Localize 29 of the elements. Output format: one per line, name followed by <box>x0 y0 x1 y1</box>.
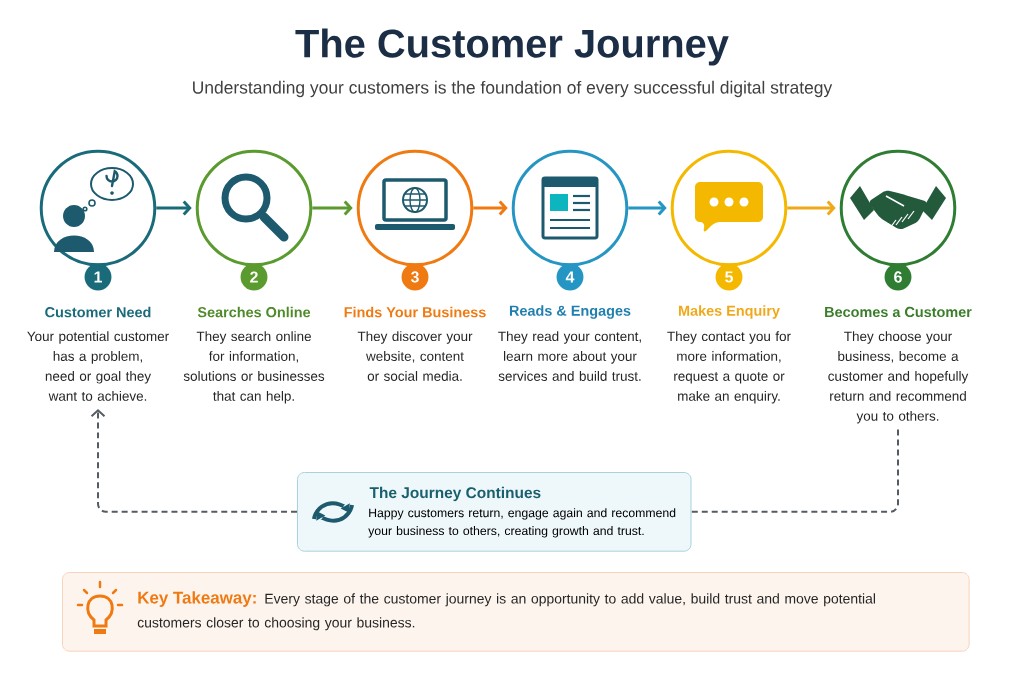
step-title: Finds Your Business <box>344 306 486 318</box>
step-description: They contact you for more information, request a quote or make an enquiry. <box>667 331 791 404</box>
step-title: Searches Online <box>197 306 311 318</box>
step-number: 3 <box>401 263 429 291</box>
arrow <box>628 200 667 216</box>
arrow <box>90 409 298 513</box>
step-description: They read your content, learn more about your services and build trust. <box>498 331 641 381</box>
step-title: Reads & Engages <box>509 305 631 319</box>
subtitle: Understanding your customers is the foundation of every successful digital strategy <box>193 80 833 98</box>
info-box: The Journey Continues Happy customers return, engage again and recommend your business to others, creating growth and trust. <box>297 472 692 552</box>
arrow <box>473 200 508 216</box>
step-title: Customer Need <box>45 306 151 318</box>
connector-line <box>690 428 899 513</box>
step-title: Makes Enquiry <box>679 305 780 319</box>
step-description: Your potential customer has a problem, need or goal they want to achieve. <box>27 331 169 401</box>
arrow <box>156 200 192 216</box>
step-number: 2 <box>240 263 268 291</box>
step-description: They discover your website, content or social media. <box>357 331 473 381</box>
title: The Customer Journey <box>295 28 729 66</box>
arrow <box>787 200 836 216</box>
arrow <box>312 200 353 216</box>
step-number: 5 <box>715 263 743 291</box>
step-number: 1 <box>84 263 112 291</box>
step-description: They choose your business, become a customer and hopefully return and recommend you to others. <box>828 331 969 424</box>
takeaway-box: Key Takeaway: Every stage of the customer journey is an opportunity to add value, build trust and move potential customers closer to choosing your business. <box>62 572 970 652</box>
step-number: 6 <box>884 263 912 291</box>
step-number: 4 <box>556 263 584 291</box>
step-description: They search online for information, solutions or businesses that can help. <box>183 331 325 404</box>
step-title: Becomes a Customer <box>825 306 972 318</box>
